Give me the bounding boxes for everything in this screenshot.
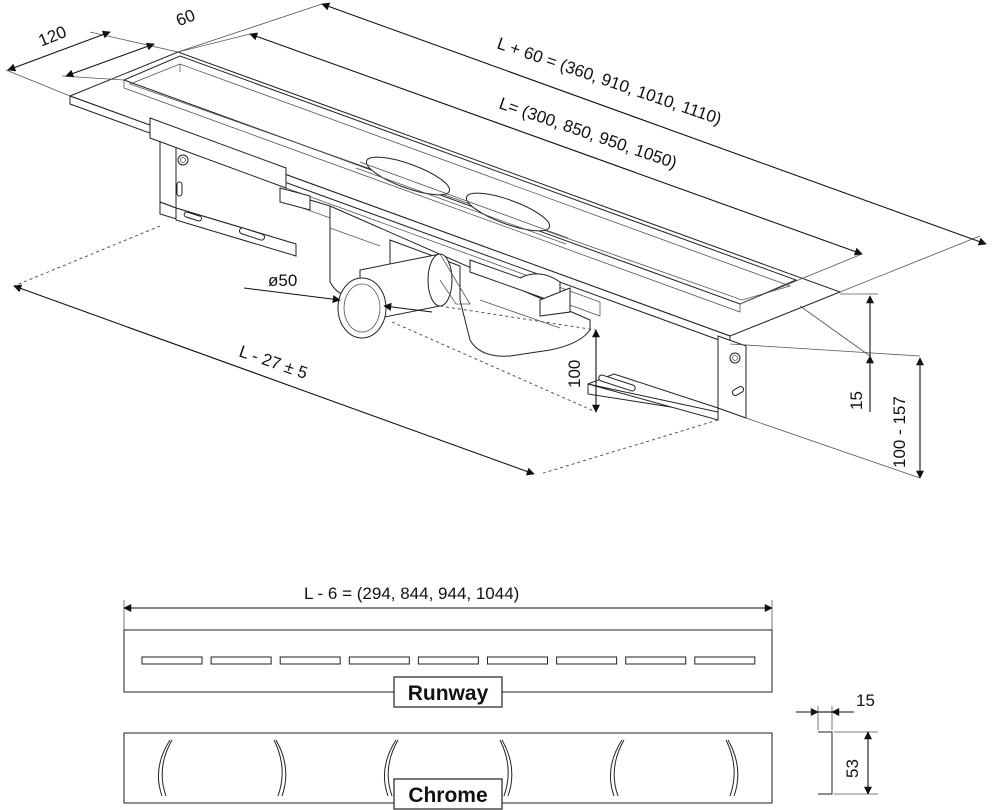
runway-slot xyxy=(348,656,410,665)
right-support-bracket xyxy=(587,335,747,421)
grate-length-dimension: L - 6 = (294, 844, 944, 1044) xyxy=(123,584,773,630)
runway-slot xyxy=(556,656,618,665)
dimension-width-120: 120 xyxy=(7,22,111,72)
dimension-label-frame-height: 15 xyxy=(847,391,866,410)
drain-isometric-view xyxy=(5,3,981,479)
runway-slot xyxy=(141,656,203,665)
runway-slots xyxy=(141,656,756,665)
chrome-label-box xyxy=(393,778,503,810)
dimension-outlet-height: 100 xyxy=(565,329,600,413)
chrome-grate: Chrome xyxy=(123,732,773,810)
runway-slot xyxy=(694,656,756,665)
dimension-frame-height: 15 xyxy=(847,295,874,412)
runway-slot xyxy=(487,656,548,665)
dimension-foot-spacing: L - 27 ± 5 xyxy=(13,284,535,476)
dimension-label-profile-width: 15 xyxy=(856,691,875,710)
runway-label: Runway xyxy=(408,682,489,705)
dimension-label-60: 60 xyxy=(173,5,198,30)
runway-slot xyxy=(625,656,687,665)
dimension-label-adjust-height: 100 - 157 xyxy=(890,396,909,468)
dimension-label-outlet-height: 100 xyxy=(565,360,584,388)
runway-label-box xyxy=(393,676,503,708)
runway-slot xyxy=(417,656,479,665)
dimension-adjust-height: 100 - 157 xyxy=(890,357,924,479)
dimension-label-grate-length: L - 6 = (294, 844, 944, 1044) xyxy=(304,584,519,603)
runway-slot xyxy=(279,656,341,665)
dimension-label-outlet-diameter: ø50 xyxy=(268,271,297,290)
runway-grate: Runway xyxy=(123,629,773,708)
drain-channel xyxy=(68,51,842,345)
dimension-label-foot-spacing: L - 27 ± 5 xyxy=(237,342,310,383)
grate-profile-section: 15 53 xyxy=(796,691,878,795)
chrome-pattern xyxy=(157,739,739,797)
runway-slot xyxy=(210,656,272,665)
dimension-label-120: 120 xyxy=(36,22,69,50)
dimension-label-profile-height: 53 xyxy=(843,759,862,778)
chrome-label: Chrome xyxy=(408,784,487,807)
